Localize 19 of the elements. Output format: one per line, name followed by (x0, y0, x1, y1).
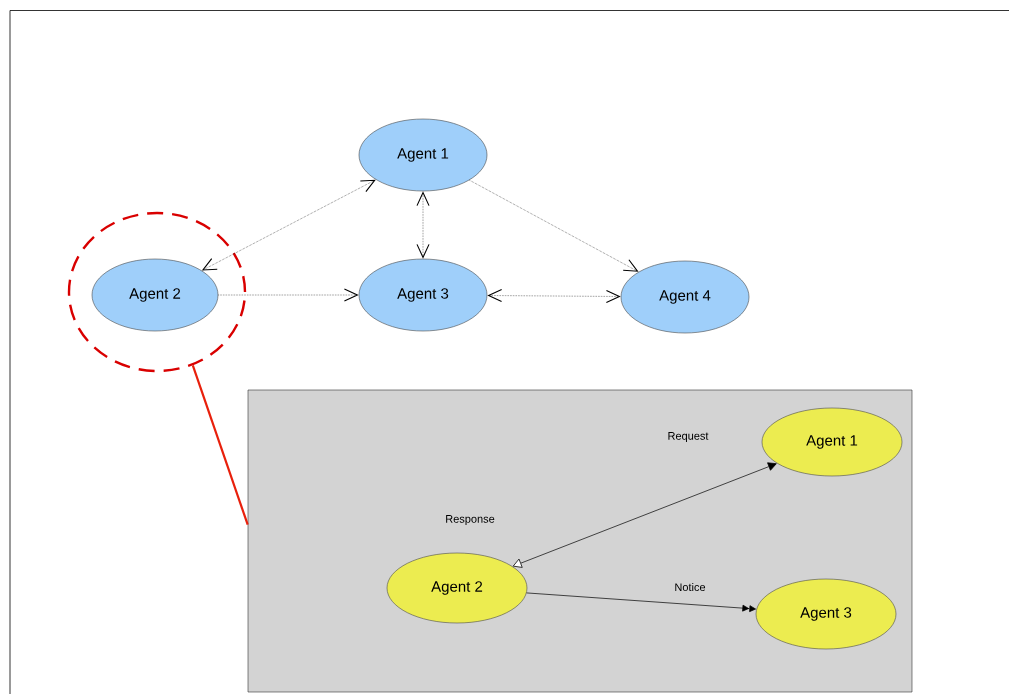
arrow (218, 288, 359, 302)
ellipse-node: Agent 3 (755, 578, 897, 650)
ellipse-node: Agent 2 (91, 258, 219, 332)
edge-label: Request (666, 431, 710, 443)
arrow (469, 179, 639, 272)
arrow (416, 191, 430, 259)
response-label: Response (446, 515, 495, 525)
ellipse-node: Agent 1 (761, 407, 903, 477)
ellipse-node: Agent 4 (620, 260, 750, 334)
ellipse-node: Agent 1 (358, 118, 488, 192)
arrow (512, 462, 777, 568)
connector-line (191, 365, 249, 526)
edge-label: Notice (673, 581, 707, 593)
arrow (526, 592, 756, 612)
ellipse-node: Agent 2 (386, 552, 528, 624)
arrow (487, 289, 621, 303)
arrow (201, 179, 376, 271)
ellipse-node: Agent 3 (358, 258, 488, 332)
dashed-circle (67, 211, 247, 373)
